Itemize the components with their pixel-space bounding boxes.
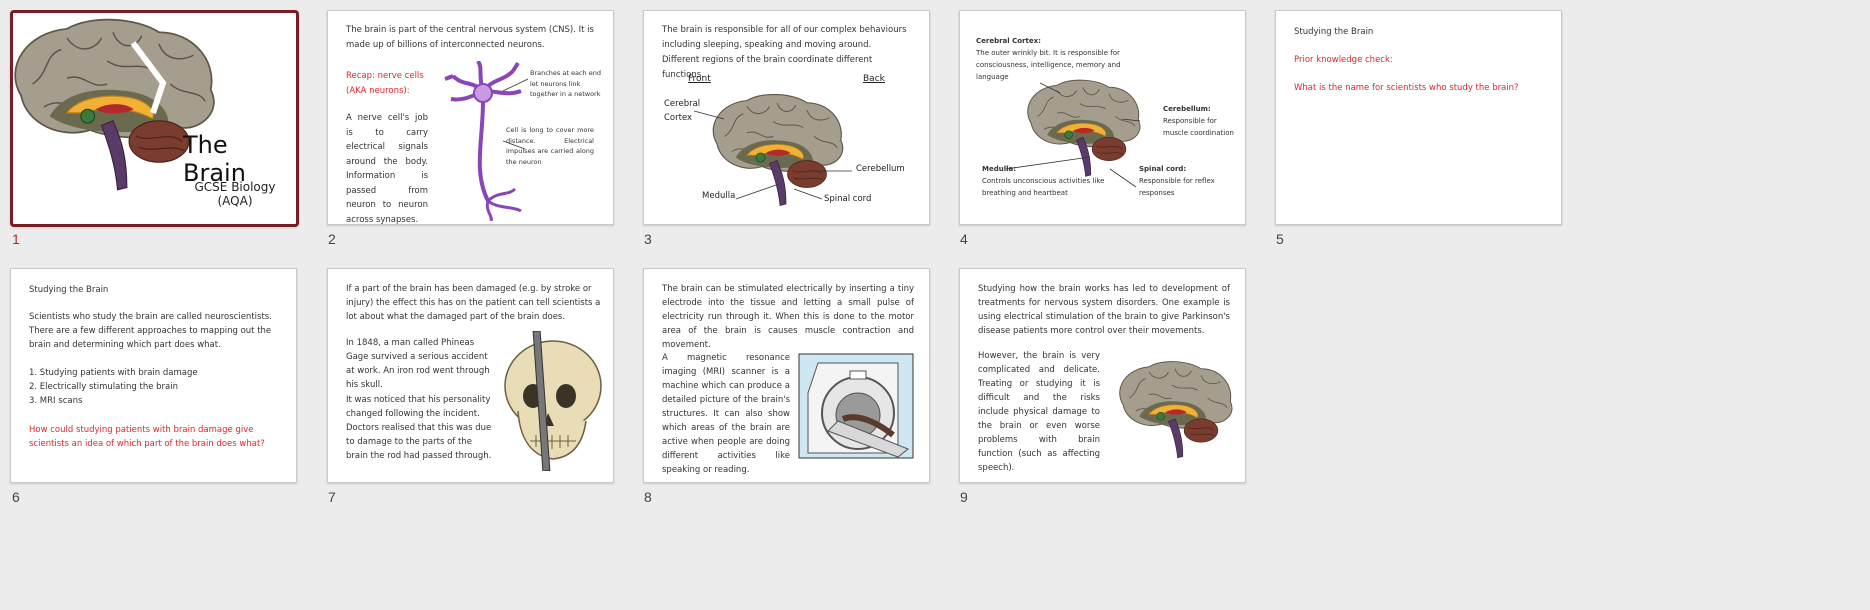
question-text: How could studying patients with brain d… — [29, 425, 265, 449]
cortex-title: Cerebral Cortex: — [976, 37, 1041, 45]
intro-text: Scientists who study the brain are calle… — [29, 312, 272, 350]
cerebellum-text: Responsible for muscle coordination — [1163, 117, 1234, 137]
cerebellum-title: Cerebellum: — [1163, 105, 1211, 113]
neuron-body-text: A nerve cell's job is to carry electrica… — [346, 113, 428, 225]
pointer-lines-icon — [693, 110, 852, 200]
slide-number: 8 — [644, 489, 652, 505]
slide-3-thumbnail[interactable]: The brain is responsible for all of our … — [643, 10, 930, 225]
medulla-title: Medulla: — [982, 165, 1017, 173]
neuron-icon — [444, 61, 522, 221]
recap-heading: Recap: nerve cells (AKA neurons): — [346, 71, 424, 96]
cortex-text: The outer wrinkly bit. It is responsible… — [976, 49, 1121, 81]
intro-text: The brain is part of the central nervous… — [346, 25, 594, 50]
slide-number: 2 — [328, 231, 336, 247]
delicacy-paragraph: However, the brain is very complicated a… — [978, 351, 1100, 473]
cortex-label: Cerebral Cortex — [664, 99, 701, 123]
method-list-item: 2. Electrically stimulating the brain — [29, 382, 179, 392]
spinal-cord-text: Responsible for reflex responses — [1139, 177, 1215, 197]
gage-paragraph-1: In 1848, a man called Phineas Gage survi… — [346, 338, 490, 390]
cell-label: Cell is long to cover more distance. Ele… — [506, 126, 594, 166]
method-list-item: 1. Studying patients with brain damage — [29, 368, 198, 378]
mri-paragraph: A magnetic resonance imaging (MRI) scann… — [662, 353, 790, 475]
skull-with-rod-icon — [504, 331, 602, 471]
slide-number: 3 — [644, 231, 652, 247]
slide-heading: Studying the Brain — [29, 285, 109, 295]
slide-6-thumbnail[interactable]: Studying the Brain Scientists who study … — [10, 268, 297, 483]
slide-number: 6 — [12, 489, 20, 505]
intro-text: If a part of the brain has been damaged … — [346, 284, 601, 322]
front-label: Front — [688, 74, 711, 84]
medulla-text: Controls unconscious activities like bre… — [982, 177, 1105, 197]
slide-7-thumbnail[interactable]: If a part of the brain has been damaged … — [327, 268, 614, 483]
pointer-lines-icon — [503, 78, 529, 150]
slide-number: 4 — [960, 231, 968, 247]
medulla-label: Medulla — [702, 191, 736, 201]
slide-2-thumbnail[interactable]: The brain is part of the central nervous… — [327, 10, 614, 225]
spinal-cord-label: Spinal cord — [824, 194, 872, 204]
method-list-item: 3. MRI scans — [29, 396, 83, 406]
slide-heading: Studying the Brain — [1294, 27, 1374, 37]
cerebellum-label: Cerebellum — [856, 164, 905, 174]
intro-text: The brain can be stimulated electrically… — [662, 284, 914, 350]
spinal-cord-title: Spinal cord: — [1139, 165, 1187, 173]
slide-number: 9 — [960, 489, 968, 505]
pointer-lines-icon — [1005, 82, 1141, 188]
slide-number: 7 — [328, 489, 336, 505]
intro-text: Studying how the brain works has led to … — [978, 284, 1230, 336]
question-text: What is the name for scientists who stud… — [1294, 83, 1519, 93]
brain-diagram-icon — [1119, 361, 1233, 459]
intro-text: The brain is responsible for all of our … — [662, 25, 907, 80]
mri-scanner-icon — [798, 353, 914, 459]
brain-illustration-icon — [14, 18, 215, 191]
slide-9-thumbnail[interactable]: Studying how the brain works has led to … — [959, 268, 1246, 483]
slide-subtitle: GCSE Biology (AQA) — [194, 180, 276, 208]
prior-knowledge-heading: Prior knowledge check: — [1294, 55, 1393, 65]
slide-8-thumbnail[interactable]: The brain can be stimulated electrically… — [643, 268, 930, 483]
slide-5-thumbnail[interactable]: Studying the Brain Prior knowledge check… — [1275, 10, 1562, 225]
slide-4-thumbnail[interactable]: Cerebral Cortex: The outer wrinkly bit. … — [959, 10, 1246, 225]
slide-number: 1 — [12, 231, 20, 247]
back-label: Back — [863, 74, 885, 84]
gage-paragraph-2: It was noticed that his personality chan… — [346, 395, 492, 461]
branches-label: Branches at each end let neurons link to… — [530, 69, 601, 98]
slide-number: 5 — [1276, 231, 1284, 247]
slide-1-thumbnail[interactable]: The Brain GCSE Biology (AQA) — [10, 10, 299, 227]
slide-title: The Brain — [183, 131, 246, 187]
